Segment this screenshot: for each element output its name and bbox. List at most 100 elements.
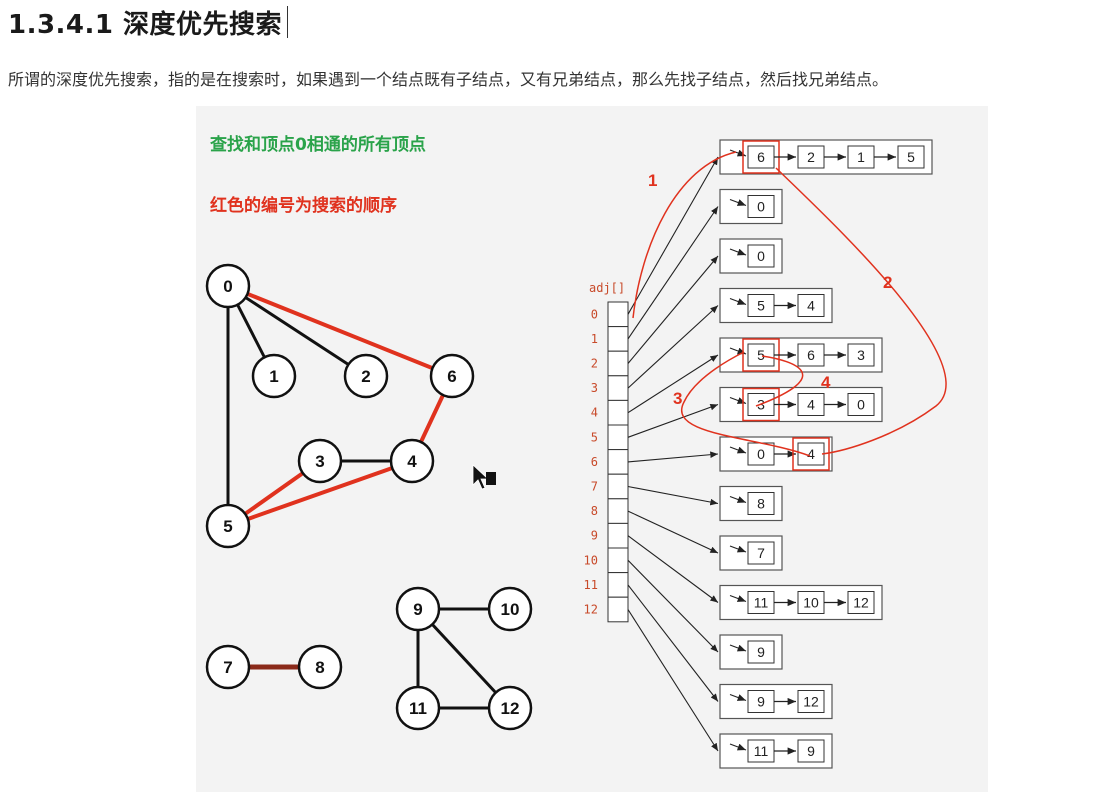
traversal-path-1 bbox=[632, 151, 737, 319]
adj-slot bbox=[607, 301, 629, 328]
vertex-7: 7 bbox=[205, 644, 251, 690]
adj-slot bbox=[607, 424, 629, 451]
vertex-label: 7 bbox=[223, 658, 232, 677]
adj-list-cell: 0 bbox=[757, 248, 765, 264]
adj-pointer bbox=[627, 403, 719, 438]
adj-label: adj[] bbox=[589, 281, 625, 295]
adj-list-cell: 5 bbox=[757, 298, 765, 314]
adj-list-cell: 0 bbox=[757, 446, 765, 462]
adj-list-cell: 6 bbox=[807, 347, 815, 363]
adj-list-cell: 9 bbox=[757, 694, 765, 710]
vertex-label: 11 bbox=[409, 699, 427, 718]
adj-list-2: 0 bbox=[719, 238, 783, 274]
adj-index: 4 bbox=[591, 406, 598, 420]
traversal-path-2 bbox=[775, 167, 947, 455]
vertex-label: 12 bbox=[501, 699, 520, 718]
adj-list-7: 8 bbox=[719, 485, 783, 522]
adj-pointer bbox=[627, 559, 719, 653]
adj-pointer bbox=[627, 354, 719, 414]
traversal-annotations: 1 2 3 4 bbox=[632, 151, 947, 457]
vertex-12: 12 bbox=[487, 685, 533, 731]
adj-index: 8 bbox=[591, 504, 598, 518]
description-paragraph: 所谓的深度优先搜索，指的是在搜索时，如果遇到一个结点既有子结点，又有兄弟结点，那… bbox=[8, 70, 889, 89]
edge-5-4 bbox=[227, 459, 413, 528]
adj-list-1: 0 bbox=[719, 188, 783, 225]
adj-slot bbox=[607, 449, 629, 475]
adj-list-cell: 5 bbox=[757, 347, 765, 363]
order-label-3: 3 bbox=[673, 389, 682, 408]
vertex-11: 11 bbox=[395, 685, 441, 731]
adj-index: 0 bbox=[591, 307, 598, 321]
order-label-2: 2 bbox=[883, 273, 892, 292]
adj-list-cell: 1 bbox=[857, 149, 865, 165]
adj-pointer bbox=[627, 305, 719, 389]
adj-pointer bbox=[627, 609, 719, 752]
vertex-3: 3 bbox=[297, 438, 343, 484]
adj-index: 7 bbox=[591, 480, 598, 494]
order-label-1: 1 bbox=[648, 171, 657, 190]
vertex-label: 5 bbox=[223, 517, 232, 536]
vertex-5: 5 bbox=[205, 503, 251, 549]
vertex-label: 2 bbox=[361, 367, 370, 386]
adj-slot bbox=[607, 498, 629, 524]
adj-list-8: 7 bbox=[719, 535, 783, 571]
adj-slot bbox=[607, 596, 629, 623]
page-heading: 1.3.4.1 深度优先搜索 bbox=[8, 10, 283, 40]
adj-list-cell: 4 bbox=[807, 397, 815, 413]
adj-slot bbox=[607, 522, 629, 549]
vertex-label: 6 bbox=[447, 367, 456, 386]
vertex-label: 1 bbox=[269, 367, 278, 386]
adj-slot bbox=[607, 350, 629, 377]
vertex-1: 1 bbox=[251, 353, 297, 399]
adj-slot bbox=[607, 326, 629, 352]
adj-pointer bbox=[627, 156, 719, 315]
vertex-8: 8 bbox=[297, 644, 343, 690]
adj-index: 5 bbox=[591, 430, 598, 444]
adj-list-cell: 5 bbox=[907, 149, 915, 165]
adj-pointer bbox=[627, 451, 719, 463]
adj-list-10: 9 bbox=[719, 634, 783, 670]
vertex-label: 9 bbox=[413, 600, 422, 619]
adj-index: 11 bbox=[584, 578, 598, 592]
vertex-10: 10 bbox=[487, 586, 533, 632]
adj-list-cell: 11 bbox=[754, 595, 769, 611]
traversal-path-3 bbox=[680, 351, 811, 457]
vertex-6: 6 bbox=[429, 353, 475, 399]
vertex-9: 9 bbox=[395, 586, 441, 632]
adj-list-cell: 3 bbox=[857, 347, 865, 363]
adj-list-cell: 7 bbox=[757, 545, 765, 561]
vertex-0: 0 bbox=[205, 263, 251, 309]
vertex-label: 4 bbox=[407, 452, 417, 471]
adj-list-cell: 2 bbox=[807, 149, 815, 165]
adj-list-4: 5 6 3 bbox=[719, 337, 883, 373]
graph-edges bbox=[226, 284, 512, 710]
adj-slot bbox=[607, 375, 629, 401]
label-find-connected: 查找和顶点0相通的所有顶点 bbox=[209, 134, 426, 155]
edge-9-12 bbox=[416, 607, 512, 710]
adj-list-cell: 9 bbox=[807, 743, 815, 759]
vertex-label: 8 bbox=[315, 658, 324, 677]
adj-list-cell: 10 bbox=[803, 595, 819, 611]
adj-pointer bbox=[627, 510, 719, 554]
vertex-4: 4 bbox=[389, 438, 435, 484]
adj-list-cell: 4 bbox=[807, 446, 815, 462]
edge-0-6 bbox=[227, 284, 453, 378]
vertex-2: 2 bbox=[343, 353, 389, 399]
edge-0-2 bbox=[227, 284, 367, 378]
adj-list-cell: 9 bbox=[757, 644, 765, 660]
adj-slot bbox=[607, 572, 629, 598]
label-search-order: 红色的编号为搜索的顺序 bbox=[210, 195, 397, 216]
adj-pointer bbox=[627, 255, 719, 364]
adj-list-cell: 8 bbox=[757, 496, 765, 512]
adj-index: 6 bbox=[591, 455, 598, 469]
adj-slot bbox=[607, 399, 629, 426]
adj-index: 9 bbox=[591, 529, 598, 543]
